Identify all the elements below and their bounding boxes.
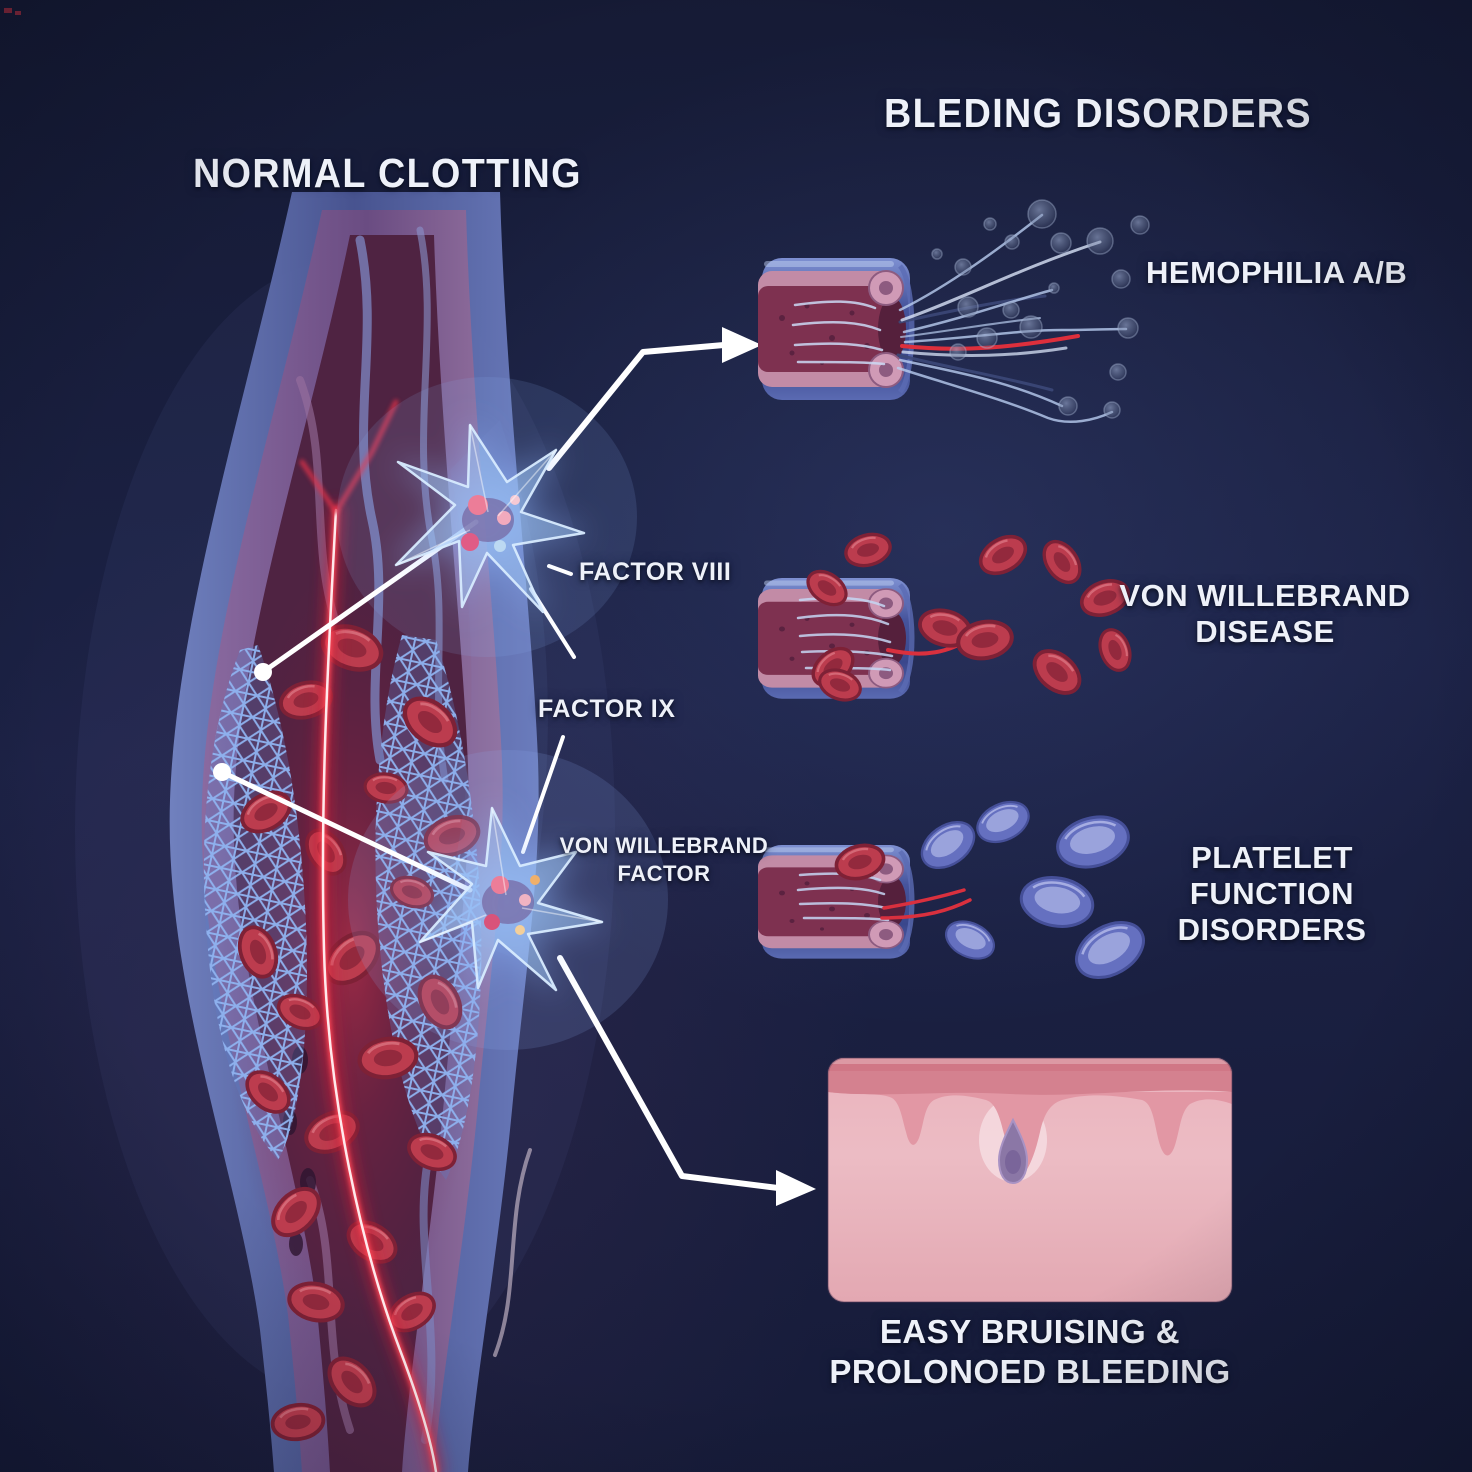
label-easy-bruising: EASY BRUISING & PROLONOED BLEEDING — [829, 1313, 1231, 1390]
platelet-function-vessel — [758, 793, 1155, 991]
arrow-to-hemophilia — [546, 327, 762, 471]
platelet-star-factor-viii — [394, 423, 586, 614]
vwd-vessel — [758, 527, 1137, 707]
skin-cross-section — [827, 1057, 1233, 1303]
title-normal-clotting: NORMAL CLOTTING — [193, 150, 582, 196]
label-von-willebrand-factor: VON WILLEBRAND FACTOR — [559, 833, 769, 886]
arrow-to-bruising — [557, 955, 816, 1206]
label-platelet-function-disorders: PLATELET FUNCTION DISORDERS — [1177, 840, 1367, 947]
blood-strand — [880, 888, 972, 920]
label-factor-viii: FACTOR VIII — [579, 558, 732, 586]
title-bleeding-disorders: BLEDING DISORDERS — [884, 90, 1312, 136]
blood-droplets — [931, 199, 1150, 419]
label-von-willebrand-disease: VON WILLEBRAND DISEASE — [1119, 578, 1411, 649]
platelet-star-vwf — [418, 806, 604, 992]
fibrin-strands — [796, 596, 894, 672]
dermis-layer — [828, 1092, 1232, 1176]
label-factor-ix: FACTOR IX — [538, 695, 676, 723]
hemophilia-vessel — [758, 199, 1150, 424]
label-hemophilia: HEMOPHILIA A/B — [1146, 255, 1408, 290]
escaping-platelet-discs — [912, 793, 1155, 991]
vessel-glow-streak — [299, 399, 444, 1472]
normal-clotting-vessel — [75, 192, 615, 1472]
edge-artifacts — [4, 8, 21, 15]
